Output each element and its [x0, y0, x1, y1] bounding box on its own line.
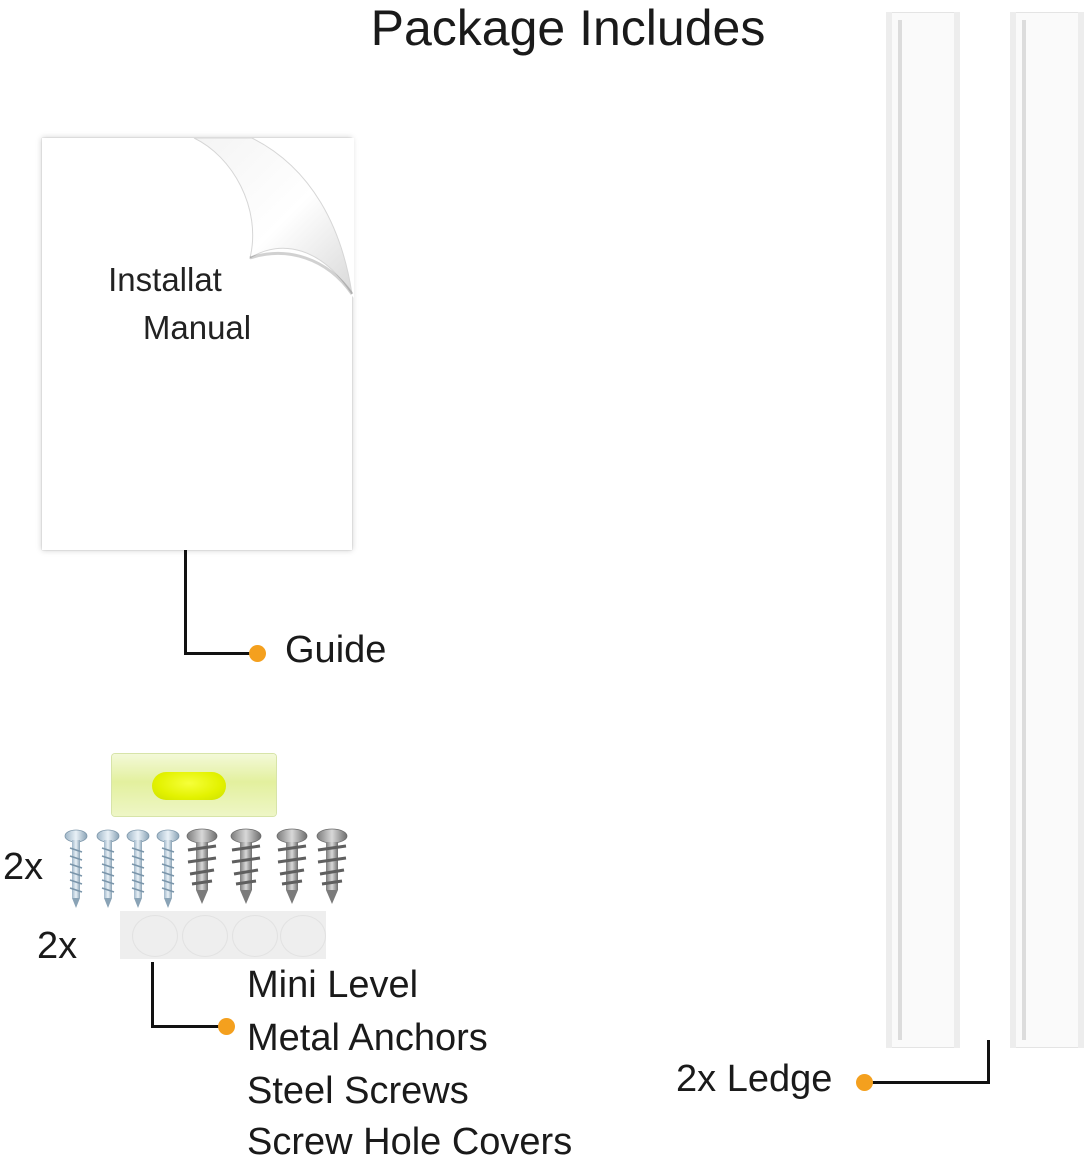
hardware-item-mini-level: Mini Level [247, 964, 419, 1006]
hardware-item-metal-anchors: Metal Anchors [247, 1017, 488, 1059]
hardware-dot [218, 1018, 235, 1035]
hardware-leader-horizontal [151, 1025, 223, 1028]
ledge-leader-horizontal [866, 1081, 990, 1084]
page-curl-icon [192, 138, 354, 298]
screw-hole-covers [120, 911, 326, 959]
ledge-label: 2x Ledge [676, 1058, 833, 1100]
screws-and-anchors-icon [64, 827, 349, 909]
cover-2 [182, 915, 228, 957]
covers-quantity: 2x [37, 925, 78, 967]
guide-leader-vertical [184, 550, 187, 654]
ledge-leader-vertical [987, 1040, 990, 1084]
hardware-leader-vertical [151, 962, 154, 1028]
ledge-right [1010, 12, 1084, 1048]
mini-level [112, 754, 276, 816]
cover-3 [232, 915, 278, 957]
manual-title-line2: Manual [142, 309, 252, 346]
screws-quantity: 2x [3, 846, 44, 888]
manual-title-line1: Installat [108, 261, 222, 298]
ledge-left [886, 12, 960, 1048]
guide-label: Guide [285, 629, 387, 671]
ledge-dot [856, 1074, 873, 1091]
cover-1 [132, 915, 178, 957]
hardware-item-screw-hole-covers: Screw Hole Covers [247, 1121, 573, 1163]
level-bubble-icon [152, 772, 226, 800]
guide-leader-horizontal [184, 652, 254, 655]
cover-4 [280, 915, 326, 957]
page-title: Package Includes [370, 0, 766, 56]
hardware-item-steel-screws: Steel Screws [247, 1070, 469, 1112]
guide-dot [249, 645, 266, 662]
manual-text: Installat Manual [42, 256, 352, 352]
